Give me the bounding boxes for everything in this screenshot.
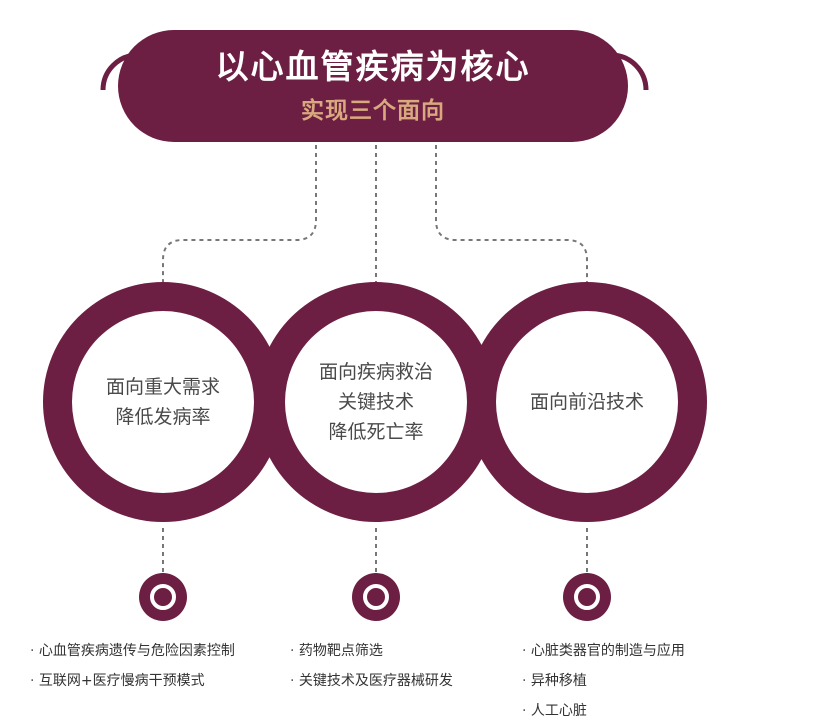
marker-left <box>139 573 187 621</box>
marker-center <box>352 573 400 621</box>
connector-right <box>435 145 588 285</box>
circle-right-line-1: 面向前沿技术 <box>529 391 644 413</box>
circle-label-center: 面向疾病救治 关键技术 降低死亡率 <box>301 357 451 447</box>
circle-label-right: 面向前沿技术 <box>512 387 662 417</box>
circle-center-line-2: 关键技术 <box>337 391 414 413</box>
list-item: 互联网+医疗慢病干预模式 <box>30 666 235 696</box>
header-pill: 以心血管疾病为核心 实现三个面向 <box>118 30 628 142</box>
circle-left-line-2: 降低发病率 <box>115 406 211 428</box>
list-item: 药物靶点筛选 <box>290 636 453 666</box>
list-right: 心脏类器官的制造与应用 异种移植 人工心脏 <box>522 636 685 726</box>
list-center: 药物靶点筛选 关键技术及医疗器械研发 <box>290 636 453 696</box>
connector-left <box>162 145 317 285</box>
list-item: 人工心脏 <box>522 696 685 726</box>
header-title: 以心血管疾病为核心 <box>215 47 531 87</box>
circle-left-line-1: 面向重大需求 <box>105 376 220 398</box>
disc-left <box>72 311 254 493</box>
disc-right <box>496 311 678 493</box>
marker-right <box>563 573 611 621</box>
list-item: 心脏类器官的制造与应用 <box>522 636 685 666</box>
list-item: 异种移植 <box>522 666 685 696</box>
list-left: 心血管疾病遗传与危险因素控制 互联网+医疗慢病干预模式 <box>30 636 235 696</box>
disc-center <box>285 311 467 493</box>
circle-center-line-1: 面向疾病救治 <box>318 361 433 383</box>
list-item: 关键技术及医疗器械研发 <box>290 666 453 696</box>
circle-label-left: 面向重大需求 降低发病率 <box>88 372 238 432</box>
circle-center-line-3: 降低死亡率 <box>328 421 424 443</box>
header-subtitle: 实现三个面向 <box>301 97 445 124</box>
list-item: 心血管疾病遗传与危险因素控制 <box>30 636 235 666</box>
